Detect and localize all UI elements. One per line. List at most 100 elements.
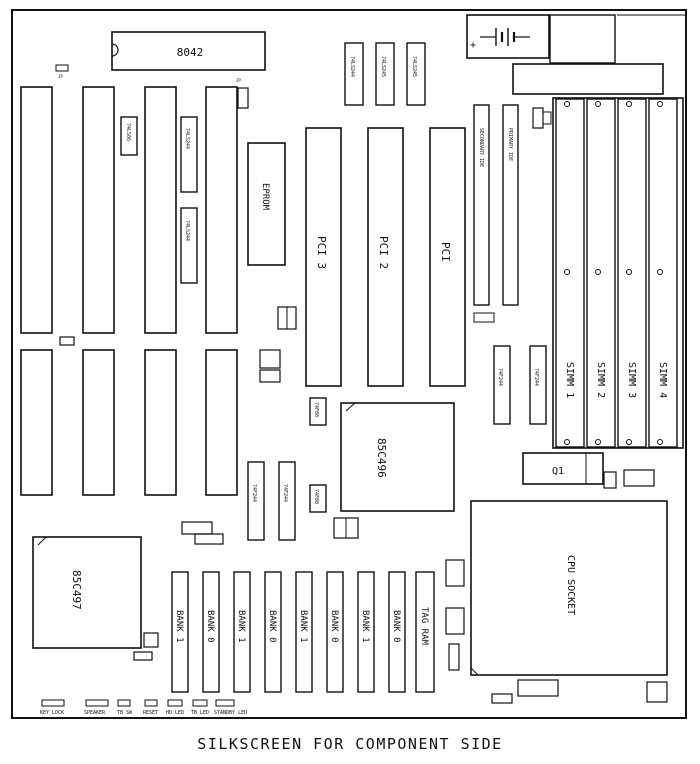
primary-ide-header bbox=[502, 104, 519, 306]
isa-slot bbox=[144, 86, 177, 334]
battery-plus-sign: + bbox=[470, 40, 476, 51]
svg-text:74F08: 74F08 bbox=[313, 489, 319, 504]
bank-label: BANK 1 bbox=[236, 610, 246, 643]
eprom-label: EPROM bbox=[260, 183, 270, 211]
simm-bank-outline bbox=[552, 97, 684, 449]
logic-chip bbox=[529, 345, 547, 425]
keyboard-controller-label: 8042 bbox=[177, 46, 204, 59]
tag-ram-label: TAG RAM bbox=[419, 607, 429, 646]
front-panel-label: RESET bbox=[143, 710, 158, 716]
cache-bank bbox=[357, 571, 375, 693]
simm-2-label: SIMM 2 bbox=[595, 362, 606, 398]
simm-socket-4 bbox=[648, 98, 678, 448]
jumper bbox=[603, 471, 617, 489]
jumper bbox=[55, 64, 69, 72]
cache-bank-row bbox=[171, 571, 406, 693]
jumper-block bbox=[445, 559, 465, 587]
isa-slot bbox=[205, 86, 238, 334]
cache-bank bbox=[264, 571, 282, 693]
simm-sockets bbox=[555, 98, 678, 448]
jumper bbox=[237, 87, 249, 109]
q1-label: Q1 bbox=[552, 466, 564, 477]
svg-text:74LS244: 74LS244 bbox=[184, 128, 190, 149]
logic-chip bbox=[493, 345, 511, 425]
front-panel-label: HD LED bbox=[166, 710, 184, 716]
svg-text:JP: JP bbox=[236, 78, 241, 83]
bank-label: BANK 0 bbox=[391, 610, 401, 643]
front-panel-label: TB LED bbox=[191, 710, 209, 716]
cache-bank bbox=[326, 571, 344, 693]
simm-socket-3 bbox=[617, 98, 647, 448]
front-panel-label: TB SW bbox=[117, 710, 133, 716]
jumper-block bbox=[259, 349, 281, 369]
cpu-socket-label: CPU SOCKET bbox=[565, 555, 576, 615]
logic-chip bbox=[180, 207, 198, 284]
simm-socket-2 bbox=[586, 98, 616, 448]
simm-4-label: SIMM 4 bbox=[657, 362, 668, 398]
bank-label: BANK 1 bbox=[360, 610, 370, 643]
isa-slot bbox=[20, 349, 53, 496]
pci-slot-3-label: PCI 3 bbox=[315, 236, 328, 269]
bank-label: BANK 1 bbox=[298, 610, 308, 643]
chipset-85c496-label: 85C496 bbox=[375, 438, 388, 478]
isa-slot bbox=[82, 86, 115, 334]
chipset-85c497 bbox=[32, 536, 142, 649]
isa-slot bbox=[20, 86, 53, 334]
logic-chip bbox=[180, 116, 198, 193]
logic-chip bbox=[309, 484, 327, 513]
pci-slot-1 bbox=[429, 127, 466, 387]
jumper bbox=[59, 336, 75, 346]
logic-chip bbox=[247, 461, 265, 541]
jumper-block bbox=[646, 681, 668, 703]
svg-text:74F244: 74F244 bbox=[251, 484, 257, 502]
pci-slot-2-label: PCI 2 bbox=[377, 236, 390, 269]
logic-chip bbox=[278, 461, 296, 541]
bank-label: BANK 0 bbox=[267, 610, 277, 643]
jumper bbox=[532, 107, 544, 129]
svg-text:74LS244: 74LS244 bbox=[349, 56, 355, 77]
front-panel-label: STANDBY LED bbox=[214, 710, 247, 716]
svg-text:74F244: 74F244 bbox=[533, 368, 539, 386]
cache-bank bbox=[233, 571, 251, 693]
bank-label: BANK 0 bbox=[329, 610, 339, 643]
cpu-socket bbox=[470, 500, 668, 676]
svg-text:74F244: 74F244 bbox=[282, 484, 288, 502]
bank-label: BANK 0 bbox=[205, 610, 215, 643]
eprom-chip bbox=[247, 142, 286, 266]
keyboard-controller-chip bbox=[111, 31, 266, 71]
svg-text:74F244: 74F244 bbox=[497, 368, 503, 386]
simm-3-label: SIMM 3 bbox=[626, 362, 637, 398]
jumper bbox=[143, 632, 159, 648]
cache-bank bbox=[295, 571, 313, 693]
cache-bank bbox=[202, 571, 220, 693]
logic-chip bbox=[120, 116, 138, 156]
q1-component bbox=[522, 452, 604, 485]
svg-text:74LS06: 74LS06 bbox=[125, 123, 131, 141]
logic-chip bbox=[344, 42, 364, 106]
jumper-block bbox=[181, 521, 213, 535]
board-outline bbox=[11, 9, 687, 719]
jumper-block bbox=[445, 607, 465, 635]
svg-text:74F08: 74F08 bbox=[313, 402, 319, 417]
pci-slot-2 bbox=[367, 127, 404, 387]
front-panel-label: KEY LOCK bbox=[40, 710, 64, 716]
logic-chip bbox=[406, 42, 426, 106]
tag-ram-chip bbox=[415, 571, 435, 693]
jumper-block bbox=[623, 469, 655, 487]
jumper-block bbox=[517, 679, 559, 697]
keyboard-connector bbox=[549, 14, 616, 64]
chipset-85c497-label: 85C497 bbox=[70, 570, 83, 610]
logic-chip bbox=[375, 42, 395, 106]
power-connector bbox=[512, 63, 664, 95]
secondary-ide-header bbox=[473, 104, 490, 306]
diagram-caption: SILKSCREEN FOR COMPONENT SIDE bbox=[197, 735, 503, 753]
simm-1-label: SIMM 1 bbox=[564, 362, 575, 398]
isa-slot bbox=[144, 349, 177, 496]
svg-text:JP: JP bbox=[58, 74, 63, 79]
bank-label: BANK 1 bbox=[174, 610, 184, 643]
pci-slot-1-label: PCI bbox=[439, 242, 452, 262]
svg-text:74LS244: 74LS244 bbox=[184, 220, 190, 241]
pci-slot-3 bbox=[305, 127, 342, 387]
front-panel-connectors bbox=[41, 699, 235, 707]
